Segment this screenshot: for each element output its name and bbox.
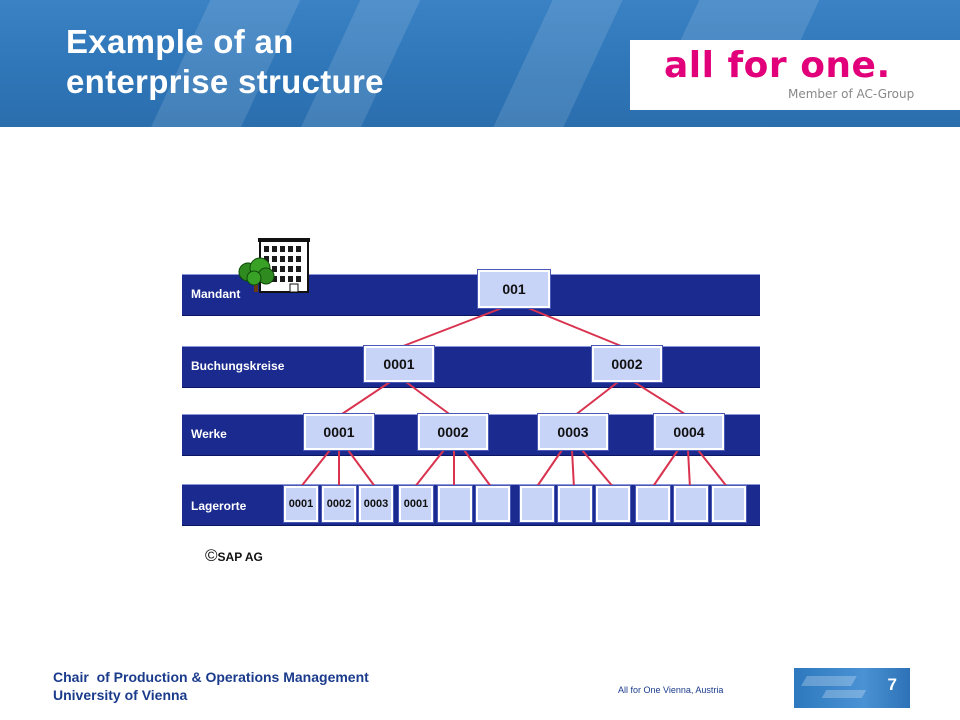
node-werk-0002: 0002 [417, 413, 489, 451]
connector-line [527, 307, 627, 349]
slot-lagerort [557, 485, 593, 523]
title-line-1: Example of an [66, 23, 294, 60]
page-number: 7 [887, 675, 897, 694]
connector-line [571, 449, 575, 489]
connector-line [581, 449, 615, 489]
footer-institution: Chair of Production & Operations Managem… [53, 668, 369, 704]
enterprise-structure-diagram: Mandant Buchungskreise Werke Lagerorte [182, 236, 760, 526]
connector-line [397, 307, 503, 349]
slide-title: Example of an enterprise structure [66, 22, 384, 102]
connector-line [347, 449, 377, 489]
connector-lines [299, 307, 729, 489]
copyright-text: SAP AG [217, 550, 263, 564]
company-logo: all for one. Member of AC-Group [630, 40, 960, 110]
node-werk-0003: 0003 [537, 413, 609, 451]
slot-lagerort: 0002 [321, 485, 357, 523]
footer-line-1: Chair of Production & Operations Managem… [53, 669, 369, 685]
level-label-lagerorte: Lagerorte [191, 499, 247, 513]
slot-lagerort [711, 485, 747, 523]
footer-line-2: University of Vienna [53, 687, 188, 703]
logo-text: all for one. [664, 45, 891, 86]
slot-lagerort [595, 485, 631, 523]
connector-line [405, 381, 453, 417]
copyright-notice: ©SAP AG [205, 546, 263, 566]
connector-line [687, 449, 691, 489]
tree-icon [238, 257, 275, 292]
slot-lagerort [673, 485, 709, 523]
page-number-box: 7 [794, 668, 910, 708]
connector-line [463, 449, 493, 489]
connector-line [299, 449, 331, 489]
level-label-buchungskreise: Buchungskreise [191, 359, 285, 373]
logo-subtitle: Member of AC-Group [788, 87, 915, 101]
connector-line [535, 449, 563, 489]
slot-lagerort: 0003 [358, 485, 394, 523]
header-banner: Example of an enterprise structure all f… [0, 0, 960, 127]
slot-lagerort [635, 485, 671, 523]
slot-lagerort: 0001 [283, 485, 319, 523]
node-mandant-001: 001 [477, 269, 551, 309]
slot-lagerort [475, 485, 511, 523]
connector-line [413, 449, 445, 489]
copyright-symbol: © [205, 546, 218, 565]
level-label-mandant: Mandant [191, 287, 241, 301]
building-icon [238, 238, 310, 293]
connector-line [573, 381, 619, 417]
title-line-2: enterprise structure [66, 63, 384, 100]
node-werk-0001: 0001 [303, 413, 375, 451]
node-werk-0004: 0004 [653, 413, 725, 451]
connector-line [697, 449, 729, 489]
connector-line [651, 449, 679, 489]
level-bar-buchungskreise: Buchungskreise [182, 346, 760, 388]
slot-lagerort [437, 485, 473, 523]
connector-line [633, 381, 689, 417]
node-buchungskreis-0001: 0001 [363, 345, 435, 383]
slot-lagerort: 0001 [398, 485, 434, 523]
node-buchungskreis-0002: 0002 [591, 345, 663, 383]
slot-lagerort [519, 485, 555, 523]
level-label-werke: Werke [191, 427, 227, 441]
connector-line [338, 381, 391, 417]
footer-location: All for One Vienna, Austria [618, 685, 724, 695]
